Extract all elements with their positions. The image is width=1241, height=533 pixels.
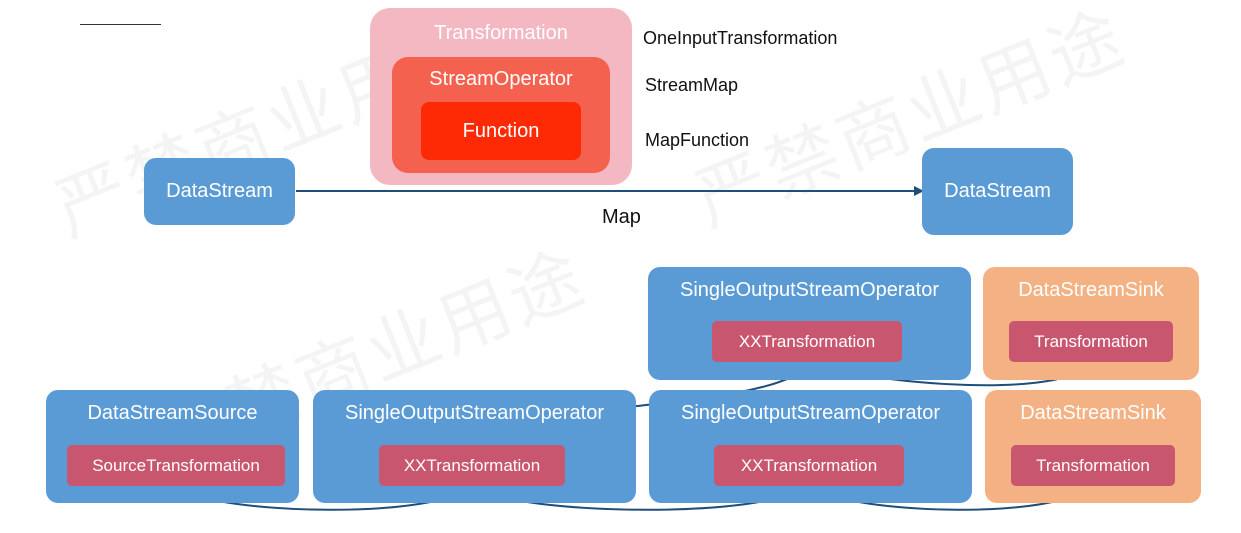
sink-transformation-row1: Transformation [1009, 321, 1173, 362]
datastream-right-label: DataStream [944, 180, 1051, 202]
operator-box-row2-col2: SingleOutputStreamOperator XXTransformat… [313, 390, 636, 503]
sink-transformation-row2: Transformation [1011, 445, 1175, 486]
stream-operator-title: StreamOperator [429, 68, 573, 90]
sink-box-row1: DataStreamSink Transformation [983, 267, 1199, 380]
side-label-oneinputtransformation: OneInputTransformation [643, 28, 838, 48]
map-edge-label: Map [602, 206, 641, 228]
operator-box-row1: SingleOutputStreamOperator XXTransformat… [648, 267, 971, 380]
operator-title-row2-col3: SingleOutputStreamOperator [680, 402, 941, 424]
sink-box-row2: DataStreamSink Transformation [985, 390, 1201, 503]
xxtransformation-row2-col3: XXTransformation [714, 445, 904, 486]
source-box: DataStreamSource SourceTransformation [46, 390, 299, 503]
transformation-title: Transformation [434, 22, 568, 44]
side-label-streammap: StreamMap [645, 75, 739, 95]
operator-title-row2-col2: SingleOutputStreamOperator [344, 402, 605, 424]
stream-operator-box: StreamOperator Function [392, 57, 610, 173]
xxtransformation-row1: XXTransformation [712, 321, 902, 362]
xxtransformation-row2-col2: XXTransformation [379, 445, 565, 486]
top-divider-line [80, 24, 161, 25]
operator-box-row2-col3: SingleOutputStreamOperator XXTransformat… [649, 390, 972, 503]
sink-title-row2: DataStreamSink [1020, 402, 1166, 424]
function-box: Function [421, 102, 581, 160]
datastream-left-label: DataStream [166, 180, 273, 202]
side-label-mapfunction: MapFunction [645, 130, 750, 150]
datastream-left-box: DataStream [144, 158, 295, 225]
datastream-right-box: DataStream [922, 148, 1073, 235]
source-transformation: SourceTransformation [67, 445, 285, 486]
source-title: DataStreamSource [87, 402, 258, 424]
function-label: Function [462, 119, 540, 142]
transformation-box: Transformation StreamOperator Function [370, 8, 632, 185]
operator-title-row1: SingleOutputStreamOperator [679, 279, 940, 301]
sink-title-row1: DataStreamSink [1018, 279, 1164, 301]
